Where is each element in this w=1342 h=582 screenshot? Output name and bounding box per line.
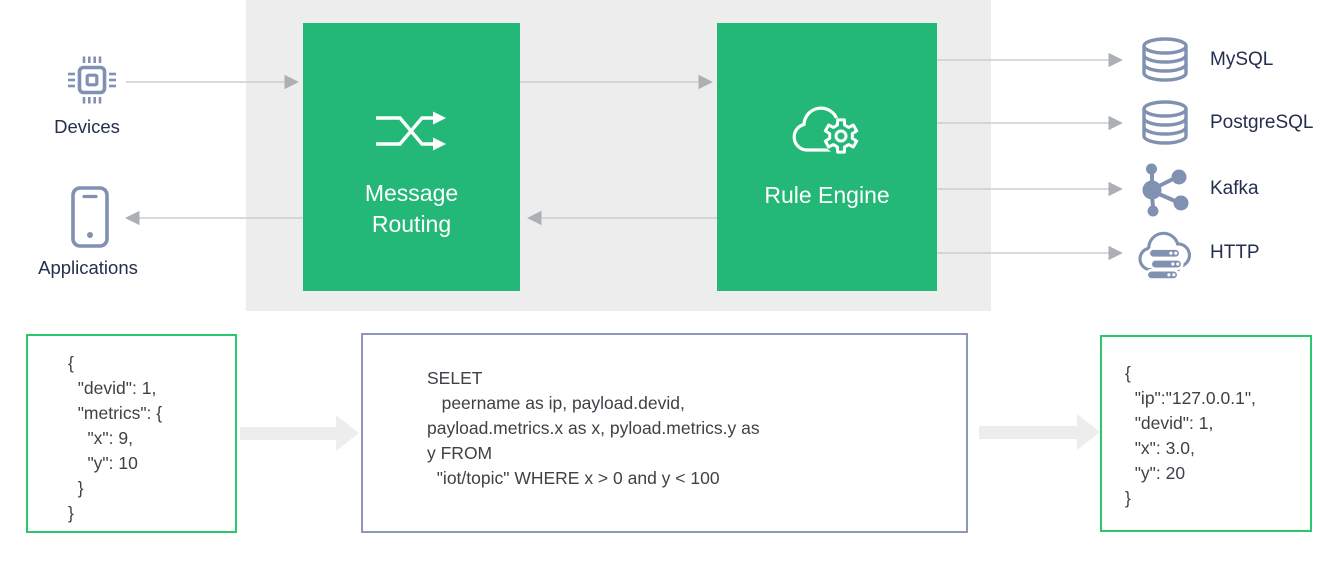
http-label: HTTP <box>1210 242 1260 263</box>
shuffle-icon <box>375 111 446 151</box>
postgresql-label: PostgreSQL <box>1210 112 1314 133</box>
thick-arrow-payload-to-sql <box>240 415 359 451</box>
sink-row-mysql: MySQL <box>1136 33 1273 87</box>
message-routing-node: Message Routing <box>303 23 520 291</box>
chip-icon <box>68 56 116 104</box>
database-icon <box>1141 100 1188 145</box>
devices-label: Devices <box>54 116 120 137</box>
output-payload-json: { "ip":"127.0.0.1", "devid": 1, "x": 3.0… <box>1125 363 1256 508</box>
kafka-label: Kafka <box>1210 178 1259 199</box>
database-icon <box>1141 37 1188 82</box>
output-payload-box: { "ip":"127.0.0.1", "devid": 1, "x": 3.0… <box>1100 335 1312 532</box>
rule-sql-text: SELET peername as ip, payload.devid, pay… <box>427 368 760 488</box>
sink-row-http: HTTP <box>1136 226 1260 281</box>
applications-label: Applications <box>38 257 138 278</box>
rule-engine-label: Rule Engine <box>764 182 890 208</box>
mysql-label: MySQL <box>1210 49 1274 70</box>
thick-arrow-sql-to-output <box>979 414 1100 450</box>
rule-sql-box: SELET peername as ip, payload.devid, pay… <box>361 333 968 533</box>
device-payload-box: { "devid": 1, "metrics": { "x": 9, "y": … <box>26 334 237 533</box>
rule-engine-node: Rule Engine <box>717 23 937 291</box>
sink-row-postgresql: PostgreSQL <box>1136 96 1314 150</box>
cloud-gear-icon <box>792 106 860 155</box>
message-routing-label: Message Routing <box>364 180 459 237</box>
cloud-server-icon <box>1138 231 1191 281</box>
smartphone-icon <box>71 186 109 248</box>
network-nodes-icon <box>1142 163 1188 216</box>
device-payload-json: { "devid": 1, "metrics": { "x": 9, "y": … <box>68 353 163 523</box>
sink-row-kafka: Kafka <box>1136 162 1259 216</box>
